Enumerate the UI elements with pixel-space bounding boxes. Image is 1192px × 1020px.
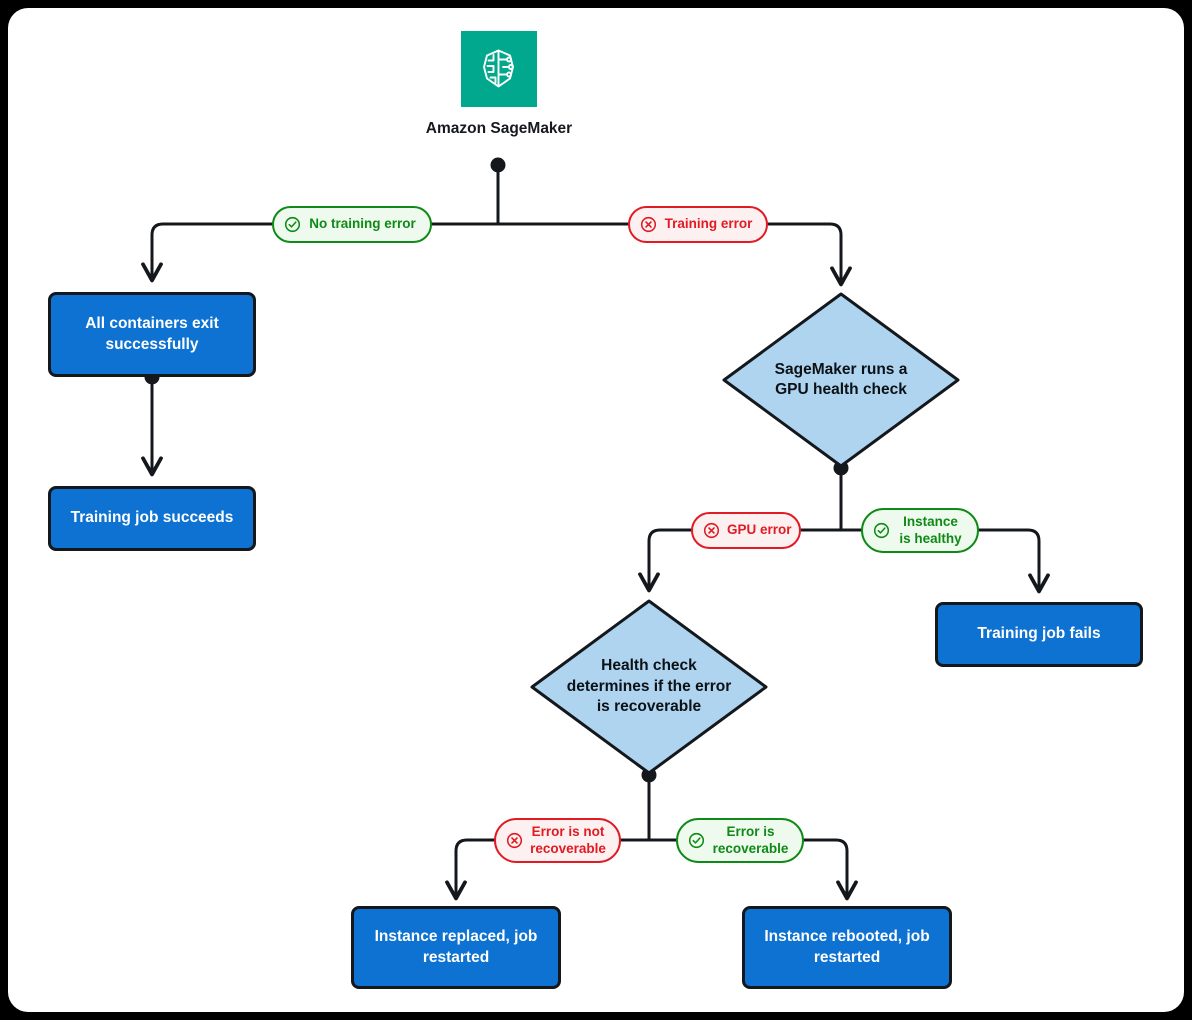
sagemaker-brain-icon xyxy=(461,31,537,107)
edge-healthy-to-fails xyxy=(977,528,1039,590)
check-circle-icon xyxy=(284,216,301,233)
edge-training-error-to-healthcheck xyxy=(766,222,841,283)
label-text: Error is not recoverable xyxy=(530,823,606,856)
label-gpu-error[interactable]: GPU error xyxy=(691,512,801,549)
x-circle-icon xyxy=(506,832,523,849)
check-circle-icon xyxy=(688,832,705,849)
node-label: All containers exit successfully xyxy=(85,314,219,353)
node-label: Training job succeeds xyxy=(70,509,234,527)
node-label: Instance rebooted, job restarted xyxy=(764,927,930,966)
label-instance-healthy[interactable]: Instance is healthy xyxy=(861,508,979,553)
node-training-job-succeeds[interactable]: Training job succeeds xyxy=(48,486,256,551)
node-label: SageMaker runs a GPU health check xyxy=(774,360,908,398)
x-circle-icon xyxy=(703,522,720,539)
x-circle-icon xyxy=(640,216,657,233)
node-label: Training job fails xyxy=(977,625,1101,643)
label-text: GPU error xyxy=(727,522,792,538)
label-no-training-error[interactable]: No training error xyxy=(272,206,432,243)
sagemaker-logo-caption: Amazon SageMaker xyxy=(425,120,573,137)
label-error-recoverable[interactable]: Error is recoverable xyxy=(676,818,804,863)
label-text: No training error xyxy=(309,216,416,232)
edge-not-recoverable-to-replaced xyxy=(456,838,496,897)
edge-recoverable-to-rebooted xyxy=(802,838,847,897)
diagram-canvas: Amazon SageMaker All containers exit suc… xyxy=(8,8,1184,1012)
junction-dot-sagemaker xyxy=(490,157,506,173)
edge-no-error-to-containers xyxy=(152,222,274,279)
node-instance-replaced[interactable]: Instance replaced, job restarted xyxy=(351,906,561,989)
label-text: Error is recoverable xyxy=(712,823,789,856)
node-instance-rebooted[interactable]: Instance rebooted, job restarted xyxy=(742,906,952,989)
label-text: Training error xyxy=(664,216,753,232)
check-circle-icon xyxy=(873,522,890,539)
label-training-error[interactable]: Training error xyxy=(628,206,768,243)
sagemaker-logo-group: Amazon SageMaker xyxy=(424,31,574,138)
node-all-containers-exit[interactable]: All containers exit successfully xyxy=(48,292,256,377)
edge-gpu-error-to-recoverable xyxy=(649,528,693,589)
node-gpu-health-check[interactable]: SageMaker runs a GPU health check xyxy=(721,291,961,469)
label-error-not-recoverable[interactable]: Error is not recoverable xyxy=(494,818,621,863)
node-health-check-recoverable[interactable]: Health check determines if the error is … xyxy=(529,598,769,776)
node-label: Instance replaced, job restarted xyxy=(374,927,538,966)
node-label: Health check determines if the error is … xyxy=(566,657,732,716)
node-training-job-fails[interactable]: Training job fails xyxy=(935,602,1143,667)
label-text: Instance is healthy xyxy=(899,513,962,546)
